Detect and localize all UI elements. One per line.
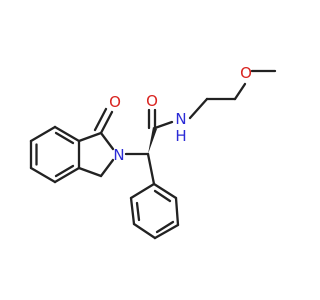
atom-label-amide-oxygen: O: [146, 92, 158, 110]
acetamide-chain: [124, 69, 277, 156]
chemical-structure-diagram: O N O N H O: [29, 64, 277, 240]
phenyl-ring: [129, 152, 180, 240]
stereo-wedge-bond: [148, 127, 157, 154]
atom-label-lactam-nitrogen: N: [113, 146, 124, 164]
atom-label-ether-oxygen: O: [240, 64, 252, 82]
isoindolinone-benzene-ring: [29, 125, 81, 184]
atom-label-amide-hydrogen: H: [175, 127, 186, 145]
atom-label-amide-nitrogen: N: [175, 110, 186, 128]
atom-label-carbonyl-oxygen: O: [109, 93, 121, 111]
lactam-ring: [77, 107, 115, 178]
